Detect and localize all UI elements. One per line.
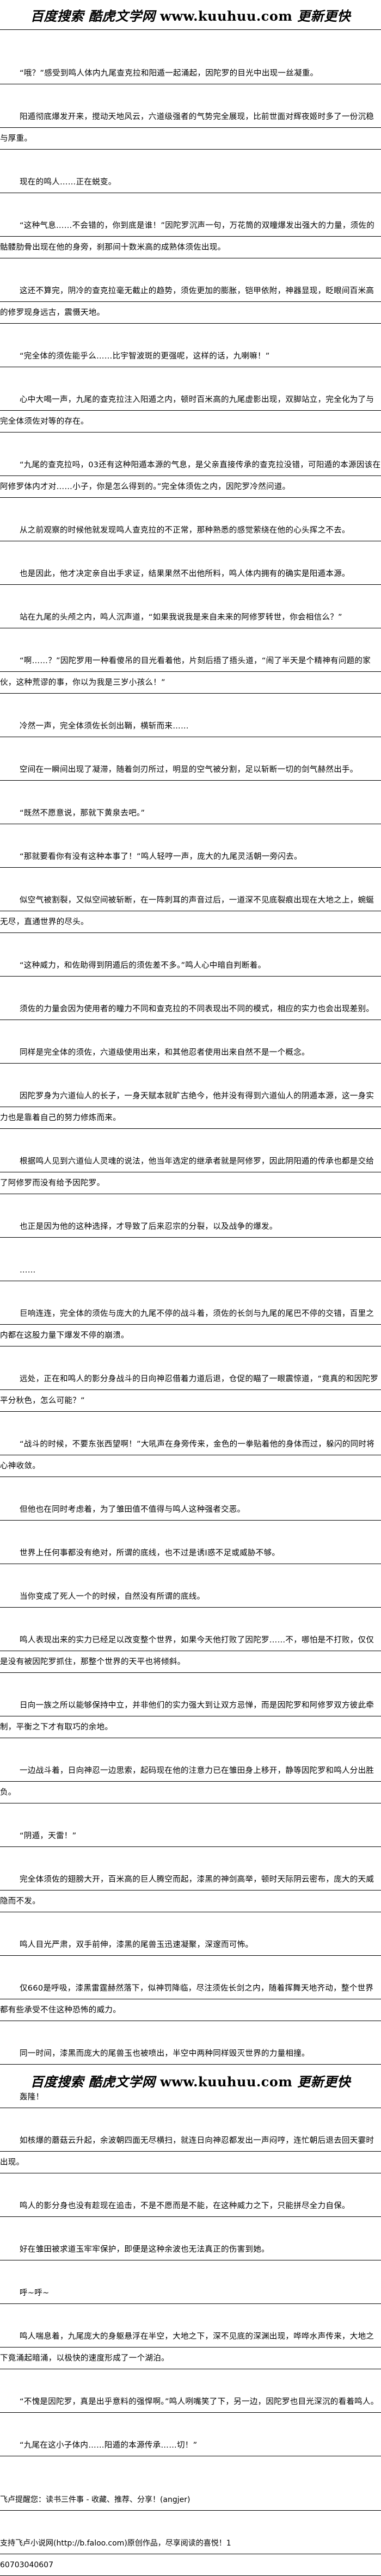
- site-logo: 百度搜索 酷虎文学网 www.kuuhuu.com 更新更快: [30, 5, 351, 24]
- paragraph: 也是因此，他才决定亲自出手求证，结果果然不出他所料，鸣人体内拥有的确实是阳遁本源…: [0, 563, 381, 585]
- paragraph: 一边战斗着，日向神忍一边思索，起码现在他的注意力已在雏田身上移开，静等因陀罗和鸣…: [0, 1760, 381, 1803]
- banner-cn-right: 更新更快: [297, 2073, 351, 2090]
- paragraph: “这种威力，和佐助得到阴遁后的须佐差不多。”鸣人心中暗自判断着。: [0, 955, 381, 977]
- paragraph: 同样是完全体的须佐，六道级使用出来，和其他忍者使用出来自然不是一个概念。: [0, 1042, 381, 1064]
- paragraph: 巨响连连，完全体的须佐与庞大的九尾不停的战斗着，须佐的长剑与九尾的尾巴不停的交错…: [0, 1303, 381, 1346]
- paragraph: 但他也在同时考虑着，为了雏田值不值得与鸣人这种强者交恶。: [0, 1499, 381, 1521]
- paragraph: “啊……？”因陀罗用一种看傻吊的目光看着他，片刻后捂了捂头道，“闹了半天是个精神…: [0, 650, 381, 694]
- paragraph: “九尾的查克拉吗，03还有这种阳遁本源的气息，是父亲直接传承的查克拉没错，可阳遁…: [0, 454, 381, 498]
- paragraph: 当你变成了死人一个的时候，自然没有所谓的底线。: [0, 1586, 381, 1608]
- paragraph: 世界上任何事都没有绝对，所谓的底线，也不过是诱I惑不足或威胁不够。: [0, 1542, 381, 1564]
- banner-url[interactable]: www.kuuhuu.com: [160, 8, 293, 24]
- paragraph: 鸣人表现出来的实力已经足以改变整个世界，如果今天他打败了因陀罗……不，哪怕是不打…: [0, 1629, 381, 1673]
- paragraph: 现在的鸣人……正在蜕变。: [0, 171, 381, 193]
- paragraph: 根据鸣人见到六道仙人灵魂的说法，他当年选定的继承者就是阿修罗，因此阴阳遁的传承也…: [0, 1151, 381, 1194]
- paragraph: “战斗的时候，不要东张西望啊！”大吼声在身旁传来，金色的一拳贴着他的身体而过，躲…: [0, 1434, 381, 1477]
- banner-cn-left: 百度搜索 酷虎文学网: [30, 2073, 156, 2090]
- chapter-footer: 飞卢提醒您：读书三件事 - 收藏、推荐、分享！(angjer) 支持飞卢小说网(…: [0, 2489, 381, 2576]
- paragraph: 这还不算完，阴冷的查克拉毫无截止的趋势，须佐更加的膨胀，铠甲依附，神器显现，眨眼…: [0, 280, 381, 324]
- paragraph: “完全体的须佐能乎么……比宇智波斑的更强呢，这样的话，九喇嘛！”: [0, 345, 381, 367]
- paragraph: 心中大喝一声，九尾的查克拉注入阳遁之内，顿时百米高的九尾虚影出现，双脚站立，完全…: [0, 389, 381, 433]
- paragraph: “这种气息……不会错的，你到底是谁！”因陀罗沉声一句，万花筒的双瞳爆发出强大的力…: [0, 215, 381, 258]
- paragraph: 站在九尾的头颅之内，鸣人沉声道，“如果我说我是来自未来的阿修罗转世，你会相信么？…: [0, 607, 381, 628]
- paragraph: 鸣人目光严肃，双手前伸，漆黑的尾兽玉迅速凝聚，深邃而可怖。: [0, 1934, 381, 1956]
- footer-code: 60703040607: [0, 2554, 381, 2576]
- banner-url[interactable]: www.kuuhuu.com: [160, 2073, 293, 2090]
- paragraph: 因陀罗身为六道仙人的长子，一身天赋本就旷古绝今，他并没有得到六道仙人的阴遁本源，…: [0, 1085, 381, 1129]
- paragraph: “哦？”感受到鸣人体内九尾查克拉和阳遁一起涌起，因陀罗的目光中出现一丝凝重。: [0, 63, 381, 84]
- paragraph: “九尾在这小子体内……阳遁的本源传承……切！”: [0, 2435, 381, 2456]
- paragraph: “不愧是因陀罗，真是出乎意料的强悍啊。”鸣人咧嘴笑了下，另一边，因陀罗也目光深沉…: [0, 2391, 381, 2413]
- paragraph: 呼~呼~: [0, 2282, 381, 2304]
- paragraph: 鸣人喘息着，九尾庞大的身躯悬浮在半空，大地之下，深不见底的深渊出现，哗哗水声传来…: [0, 2326, 381, 2369]
- paragraph: 阳遁彻底爆发开来，搅动天地风云，六道级强者的气势完全展现，比前世面对辉夜姬时多了…: [0, 106, 381, 150]
- paragraph: 同一时间，漆黑而庞大的尾兽玉也被喷出，半空中两种同样毁灭世界的力量相撞。: [0, 2043, 381, 2065]
- footer-banner: 百度搜索 酷虎文学网 www.kuuhuu.com 更新更快: [0, 2066, 381, 2095]
- header-banner: 百度搜索 酷虎文学网 www.kuuhuu.com 更新更快: [0, 0, 381, 30]
- paragraph: ……: [0, 1259, 381, 1281]
- paragraph: “既然不愿意说，那就下黄泉去吧。”: [0, 802, 381, 824]
- footer-support[interactable]: 支持飞卢小说网(http://b.faloo.com)原创作品，尽享阅读的喜悦！…: [0, 2532, 381, 2554]
- footer-reminder: 飞卢提醒您：读书三件事 - 收藏、推荐、分享！(angjer): [0, 2489, 381, 2511]
- paragraph: “阴遁，天雷！”: [0, 1825, 381, 1847]
- paragraph: “那就要看你有没有这种本事了！”鸣人轻哼一声，庞大的九尾灵活朝一旁闪去。: [0, 846, 381, 868]
- paragraph: 日向一族之所以能够保持中立，并非他们的实力强大到让双方忌惮，而是因陀罗和阿修罗双…: [0, 1695, 381, 1738]
- paragraph: 仅660是呼吸，漆黑雷霆赫然落下，似神罚降临，尽注须佐长剑之内，随着挥舞天地齐动…: [0, 1978, 381, 2021]
- paragraph: 从之前观察的时候他就发现鸣人查克拉的不正常，那种熟悉的感觉萦绕在他的心头挥之不去…: [0, 520, 381, 541]
- paragraph: 须佐的力量会因为使用者的瞳力不同和查克拉的不同表现出不同的模式，相应的实力也会出…: [0, 998, 381, 1020]
- banner-cn-right: 更新更快: [297, 8, 351, 24]
- paragraph: 鸣人的影分身也没有趁现在追击，不是不愿而是不能，在这种威力之下，只能拼尽全力自保…: [0, 2195, 381, 2217]
- paragraph: 好在雏田被求道玉牢牢保护，即便是这种余波也无法真正的伤害到她。: [0, 2239, 381, 2260]
- chapter-content: “哦？”感受到鸣人体内九尾查克拉和阳遁一起涌起，因陀罗的目光中出现一丝凝重。阳遁…: [0, 63, 381, 2456]
- paragraph: 似空气被割裂，又似空间被斩断，在一阵刺耳的声音过后，一道深不见底裂痕出现在大地之…: [0, 889, 381, 933]
- paragraph: 也正是因为他的这种选择，才导致了后来忍宗的分裂，以及战争的爆发。: [0, 1216, 381, 1238]
- paragraph: 完全体须佐的翅膀大开，百米高的巨人腾空而起，漆黑的神剑高举，顿时天际阴云密布，庞…: [0, 1869, 381, 1912]
- banner-cn-left: 百度搜索 酷虎文学网: [30, 8, 156, 24]
- paragraph: 远处，正在和鸣人的影分身战斗的日向神忍借着力道后退，仓促的瞄了一眼震惊道，“竟真…: [0, 1368, 381, 1412]
- site-logo-bottom: 百度搜索 酷虎文学网 www.kuuhuu.com 更新更快: [30, 2071, 351, 2090]
- paragraph: 如核爆的蘑菇云升起，余波朝四面无尽横扫，就连日向神忍都发出一声闷哼，连忙朝后退去…: [0, 2130, 381, 2173]
- paragraph: 空间在一瞬间出现了凝滞，随着剑刃所过，明显的空气被分割，足以斩断一切的剑气赫然出…: [0, 759, 381, 781]
- paragraph: 冷然一声，完全体须佐长剑出鞘，横斩而来……: [0, 715, 381, 737]
